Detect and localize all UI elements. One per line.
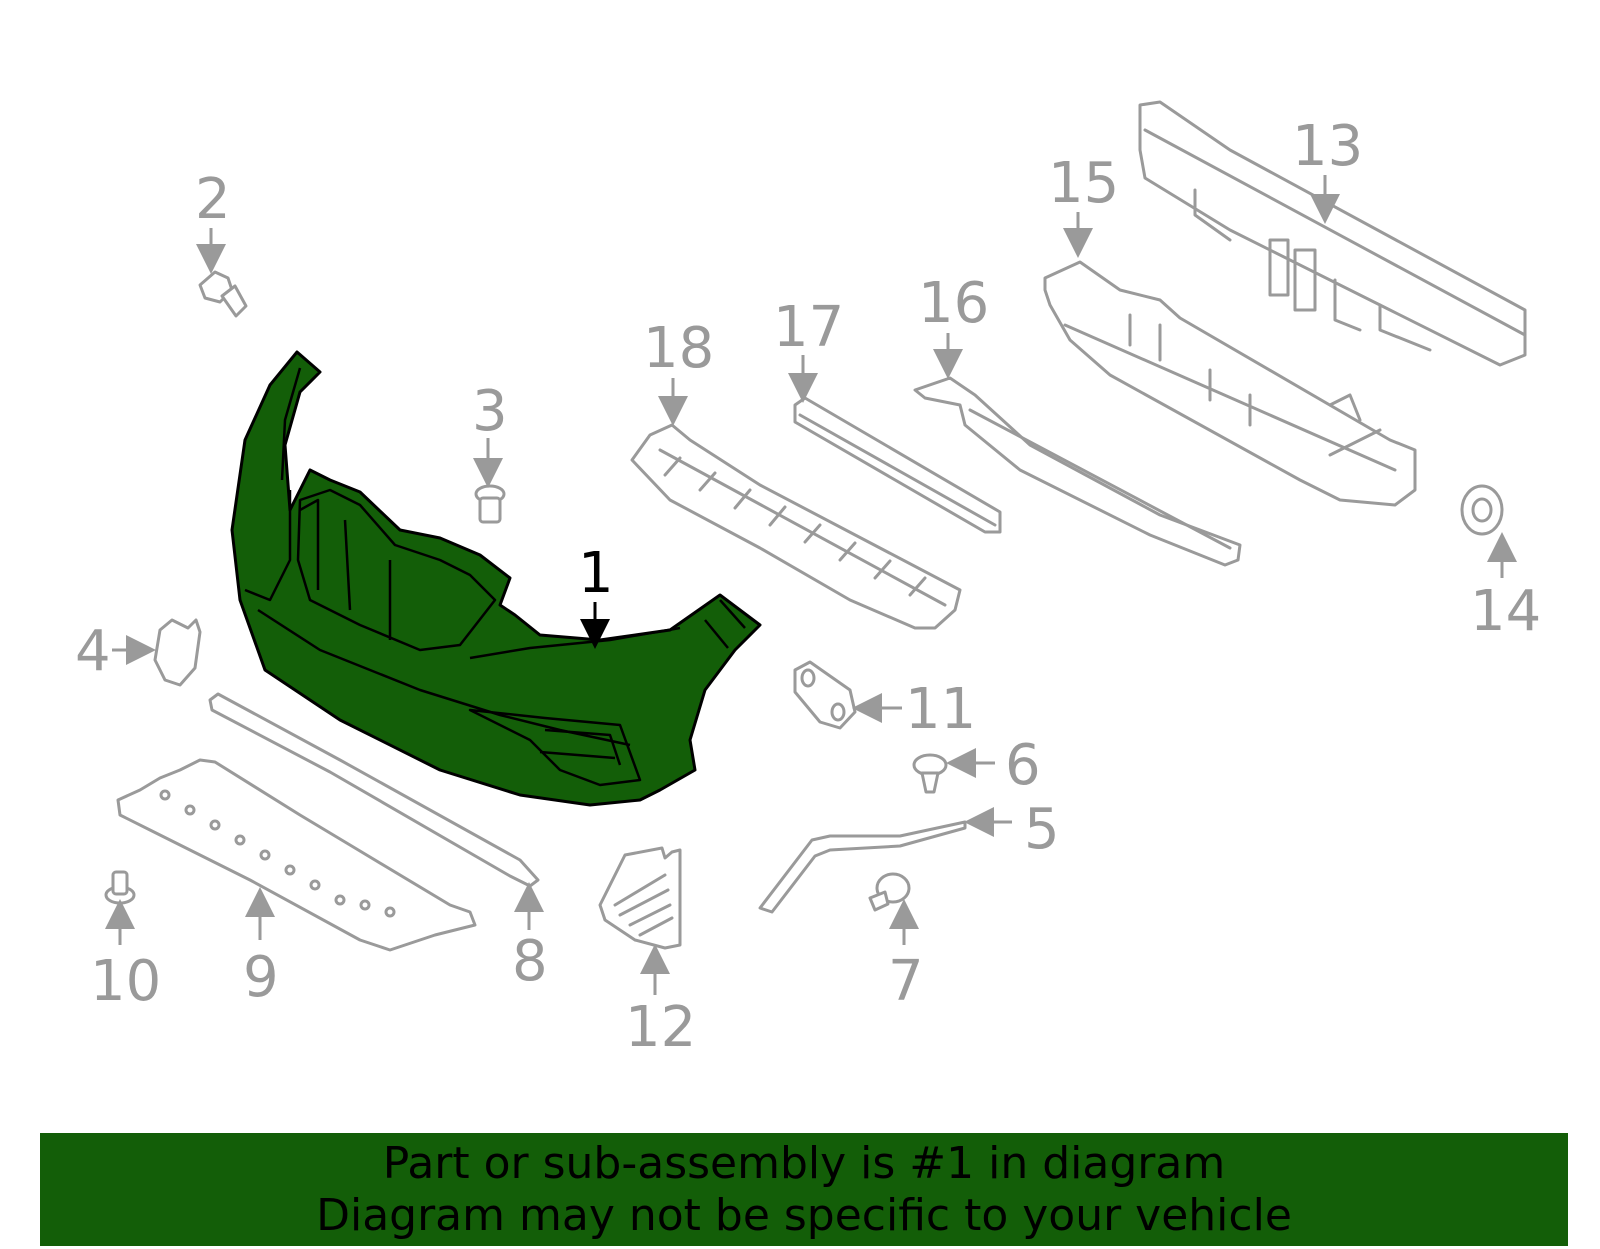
callout-6[interactable]: 6 [1005,733,1041,798]
banner-line-1: Part or sub-assembly is #1 in diagram [382,1137,1226,1189]
callout-2[interactable]: 2 [195,167,231,232]
callout-3[interactable]: 3 [472,379,508,444]
part-9-lower-shield[interactable] [116,758,477,952]
callout-11[interactable]: 11 [905,677,976,742]
part-2-bolt[interactable] [198,270,248,318]
part-11-bracket[interactable] [793,660,857,730]
part-5-trim-strip[interactable] [758,820,967,914]
part-7-push-clip[interactable] [868,872,911,912]
banner-line-2: Diagram may not be specific to your vehi… [316,1189,1292,1241]
callout-15[interactable]: 15 [1048,151,1119,216]
callout-18[interactable]: 18 [643,316,714,381]
part-16-upper-strip[interactable] [913,376,1242,567]
part-13-reinforcement-beam[interactable] [1138,100,1527,367]
part-15-energy-absorber[interactable] [1043,260,1417,507]
callout-9[interactable]: 9 [243,945,279,1010]
callout-5[interactable]: 5 [1024,797,1060,862]
part-6-push-clip[interactable] [912,753,948,794]
callout-8[interactable]: 8 [512,929,548,994]
part-14-nut[interactable] [1460,484,1504,536]
part-10-bolt[interactable] [104,870,136,905]
part-1-bumper-cover[interactable] [230,350,762,807]
callout-14[interactable]: 14 [1470,579,1541,644]
callout-12[interactable]: 12 [625,995,696,1060]
callout-17[interactable]: 17 [773,295,844,360]
callout-13[interactable]: 13 [1292,114,1363,179]
part-12-fog-grille[interactable] [598,846,682,950]
callout-4[interactable]: 4 [75,619,111,684]
info-banner: Part or sub-assembly is #1 in diagram Di… [40,1133,1568,1246]
callout-16[interactable]: 16 [918,271,989,336]
callout-7[interactable]: 7 [888,949,924,1014]
part-3-clip[interactable] [474,484,506,524]
callout-labels: 1 2 3 4 5 6 7 8 9 10 11 12 13 14 15 16 1… [75,114,1541,1060]
callout-10[interactable]: 10 [90,949,161,1014]
callout-arrows [105,175,1517,995]
part-4-side-bracket[interactable] [153,618,202,687]
callout-1[interactable]: 1 [578,541,614,606]
part-18-lower-absorber[interactable] [630,423,962,630]
